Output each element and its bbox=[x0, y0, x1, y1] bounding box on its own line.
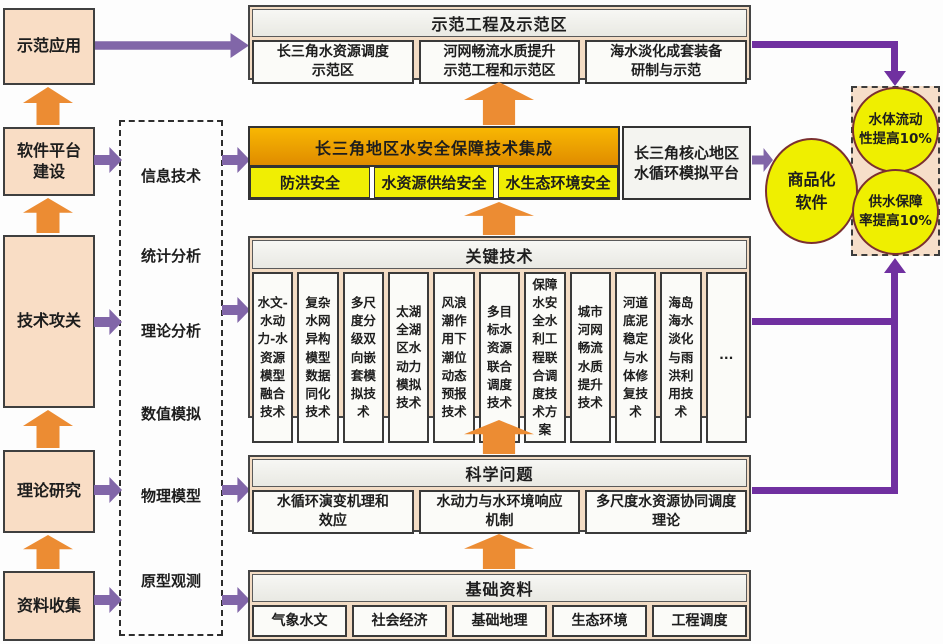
data-item: 气象水文 bbox=[252, 605, 347, 637]
circle-commercial-software: 商品化 软件 bbox=[765, 138, 858, 244]
stage-box-theory-research: 理论研究 bbox=[3, 450, 95, 533]
circle-flow-improvement-goal: 水体流动 性提高10% bbox=[852, 87, 939, 173]
keytech-item: 风浪潮作用下潮位动态预报技术 bbox=[433, 272, 475, 444]
science-item: 水循环演变机理和 效应 bbox=[252, 490, 414, 534]
connector-line bbox=[752, 318, 898, 325]
methods-dashed-panel bbox=[119, 120, 223, 636]
section-title: 示范工程及示范区 bbox=[252, 9, 747, 37]
stage-box-tech-research: 技术攻关 bbox=[3, 235, 95, 408]
right-arrow-icon bbox=[222, 297, 250, 323]
connector-line bbox=[891, 272, 898, 494]
method-label-info-tech: 信息技术 bbox=[140, 167, 201, 185]
demo-item: 海水淡化成套装备 研制与示范 bbox=[585, 40, 748, 84]
keytech-item: 多目标水资源联合调度技术 bbox=[478, 272, 521, 444]
keytech-item: 海岛海水淡化与雨洪利用技术 bbox=[660, 272, 702, 444]
stage-box-data-collection: 资料收集 bbox=[3, 571, 95, 641]
demo-item: 长三角水资源调度 示范区 bbox=[252, 40, 414, 84]
data-item: 基础地理 bbox=[452, 605, 547, 637]
keytech-item: 水文-水动力-水资源模型融合技术 bbox=[252, 272, 294, 444]
section-basic-data: 基础资料 气象水文 社会经济 基础地理 生态环境 工程调度 bbox=[248, 570, 751, 641]
right-arrow-icon bbox=[222, 587, 250, 613]
circle-supply-guarantee-goal: 供水保障 率提高10% bbox=[852, 169, 939, 255]
up-arrow-icon bbox=[464, 202, 534, 235]
up-arrow-icon bbox=[23, 198, 73, 233]
science-item: 水动力与水环境响应 机制 bbox=[418, 490, 581, 534]
integration-item-flood-safety: 防洪安全 bbox=[250, 167, 370, 198]
keytech-item: 城市河网畅流水质提升技术 bbox=[569, 272, 611, 444]
right-arrow-icon bbox=[95, 33, 249, 58]
up-arrow-icon bbox=[464, 82, 534, 125]
method-label-physical: 物理模型 bbox=[140, 487, 201, 505]
stage-box-software-platform: 软件平台 建设 bbox=[3, 127, 95, 196]
up-arrowhead-icon bbox=[884, 258, 906, 273]
right-arrow-icon bbox=[222, 147, 250, 173]
method-label-theory: 理论分析 bbox=[140, 322, 201, 340]
keytech-item: 河道底泥稳定与水体修复技术 bbox=[614, 272, 657, 444]
method-label-prototype: 原型观测 bbox=[140, 572, 201, 590]
section-title: 科学问题 bbox=[252, 459, 747, 487]
science-item: 多尺度水资源协同调度 理论 bbox=[585, 490, 748, 534]
up-arrow-icon bbox=[23, 87, 73, 125]
right-arrow-icon bbox=[94, 587, 122, 613]
down-arrowhead-icon bbox=[884, 71, 906, 86]
data-item: 社会经济 bbox=[352, 605, 447, 637]
right-arrow-icon bbox=[94, 477, 122, 503]
section-title: 基础资料 bbox=[252, 574, 747, 602]
stage-box-demo-application: 示范应用 bbox=[3, 8, 95, 85]
right-arrow-icon bbox=[94, 309, 122, 335]
section-demo-projects: 示范工程及示范区 长三角水资源调度 示范区 河网畅流水质提升 示范工程和示范区 … bbox=[248, 5, 751, 84]
data-item: 工程调度 bbox=[652, 605, 747, 637]
up-arrow-icon bbox=[23, 410, 73, 448]
keytech-item: 保障水安全水利工程联合调度技术方案 bbox=[524, 272, 566, 444]
section-science-questions: 科学问题 水循环演变机理和 效应 水动力与水环境响应 机制 多尺度水资源协同调度… bbox=[248, 455, 751, 534]
data-item: 生态环境 bbox=[552, 605, 647, 637]
right-arrow-icon bbox=[222, 477, 250, 503]
keytech-item: 复杂水网异构模型数据同化技术 bbox=[297, 272, 339, 444]
section-title: 关键技术 bbox=[252, 240, 747, 269]
connector-line bbox=[752, 41, 898, 48]
box-simulation-platform: 长三角核心地区 水循环模拟平台 bbox=[622, 126, 751, 200]
method-label-statistics: 统计分析 bbox=[140, 247, 201, 265]
method-label-numerical: 数值模拟 bbox=[140, 405, 201, 423]
up-arrow-icon bbox=[464, 534, 534, 569]
up-arrow-icon bbox=[23, 535, 73, 569]
keytech-item: 多尺度分级双向嵌套模拟技术 bbox=[342, 272, 385, 444]
keytech-item: 太湖全湖区水动力模拟技术 bbox=[388, 272, 430, 444]
integration-title: 长三角地区水安全保障技术集成 bbox=[250, 128, 618, 167]
demo-item: 河网畅流水质提升 示范工程和示范区 bbox=[418, 40, 581, 84]
integration-item-eco-environment: 水生态环境安全 bbox=[498, 167, 618, 198]
right-arrow-icon bbox=[94, 147, 122, 173]
section-tech-integration: 长三角地区水安全保障技术集成 防洪安全 水资源供给安全 水生态环境安全 bbox=[248, 126, 620, 200]
section-key-technologies: 关键技术 水文-水动力-水资源模型融合技术 复杂水网异构模型数据同化技术 多尺度… bbox=[248, 236, 751, 444]
connector-line bbox=[752, 487, 898, 494]
integration-item-water-supply: 水资源供给安全 bbox=[374, 167, 494, 198]
connector-line bbox=[891, 41, 898, 73]
keytech-item-ellipsis: ··· bbox=[705, 272, 747, 444]
